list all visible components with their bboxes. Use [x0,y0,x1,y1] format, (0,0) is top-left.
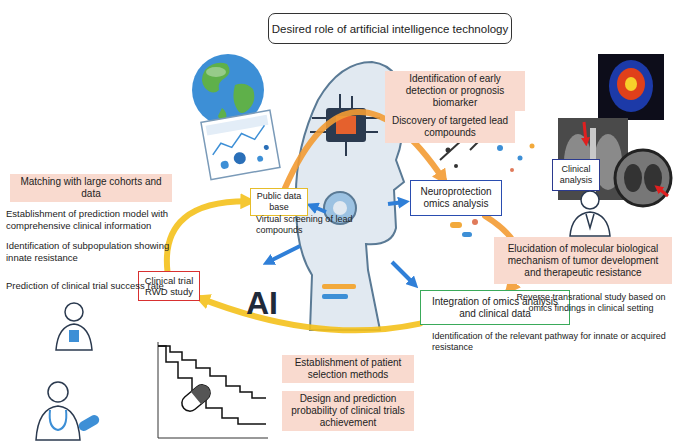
title-box: Desired role of artificial intelligence … [268,13,512,44]
doctor-icon [56,324,92,350]
process-box: Public data base [250,188,308,216]
doctor-icon [69,330,79,342]
note-text: Prediction of clinical trial success rat… [6,280,206,292]
sample-dots [440,140,462,160]
ai-head [333,201,347,215]
survival-curve [158,342,268,438]
process-box: Neuroprotection omics analysis [410,180,502,216]
pointer-arrow [392,262,414,284]
cycle-arrow [200,298,420,330]
pet-scan [625,77,637,91]
survival-curve [179,382,214,415]
ct-scan [615,150,671,206]
doctor-icon [56,303,92,350]
globe-icon [202,63,230,93]
survival-curve [158,346,266,398]
globe-icon [233,84,254,113]
pointer-arrow [268,246,300,262]
chart-panel [209,125,268,154]
note-text: Identification of subpopulation showing … [6,240,176,264]
chart-panel [201,110,280,179]
doctor-icon [48,382,68,402]
doctor-icon [36,382,101,440]
finding-box: Matching with large cohorts and data [10,174,172,202]
ai-head [322,294,348,299]
pointer-arrow [388,202,404,204]
note-text: Reverse transrational study based on omi… [508,292,674,315]
cycle-arrow [167,201,250,271]
chart-panel [263,145,269,151]
doctor-icon [36,406,80,440]
pet-scan [617,68,645,100]
pet-scan [609,60,653,112]
sample-dots [450,222,462,228]
sample-dots [497,145,503,151]
chart-panel [257,155,264,162]
ct-scan [615,150,671,206]
sample-dots [510,168,514,172]
note-text: Identification of the relevant pathway f… [432,331,668,354]
pointer-arrow [312,206,326,212]
sample-dots [446,148,451,153]
node-text: Matching with large cohorts and data [14,176,168,200]
sample-dots [472,219,478,225]
chart-panel [220,160,229,169]
finding-box: Identification of early detection or pro… [385,71,525,111]
note-text: Establishment of prediction model with c… [6,208,206,232]
pet-scan [598,54,664,120]
node-text: Discovery of targeted lead compounds [389,115,511,139]
survival-curve [179,382,214,415]
finding-box: Discovery of targeted lead compounds [385,110,515,143]
node-text: Neuroprotection omics analysis [415,186,497,210]
sample-dots [462,232,472,237]
pet-scan [598,54,664,120]
sample-dots [518,156,523,161]
node-text: Identification of early detection or pro… [389,73,521,109]
center-label: AI [246,283,296,323]
doctor-icon [65,303,83,321]
node-text: Public data base [255,191,303,213]
node-text: Establishment of patient selection metho… [286,357,410,381]
globe-icon [206,67,226,77]
ct-scan [624,164,642,192]
ct-scan [658,188,668,196]
node-text: Clinical analysis [557,164,595,186]
node-text: Elucidation of molecular biological mech… [498,243,668,279]
survival-curve [158,342,159,438]
doctor-icon [570,191,610,236]
survival-curve [158,346,266,424]
survival-curve [191,382,214,405]
survival-curve [158,438,268,439]
chest-xray [584,122,586,142]
finding-box: Design and prediction probability of cli… [282,391,414,431]
chart-panel [233,151,247,165]
doctor-icon [581,191,599,209]
note-text: Virtual screening of lead compounds [256,214,368,237]
doctor-icon [50,410,67,430]
doctor-icon [570,212,610,236]
doctor-icon [77,413,101,433]
node-text: Design and prediction probability of cli… [286,393,410,429]
sample-dots [530,144,535,149]
ai-head [310,94,380,156]
finding-box: Establishment of patient selection metho… [282,355,414,383]
doctor-icon [586,214,594,228]
process-box: Clinical analysis [552,159,600,191]
chart-panel [201,110,280,179]
ai-head [322,284,356,289]
sample-dots [454,164,458,168]
finding-box: Elucidation of molecular biological mech… [494,237,672,284]
